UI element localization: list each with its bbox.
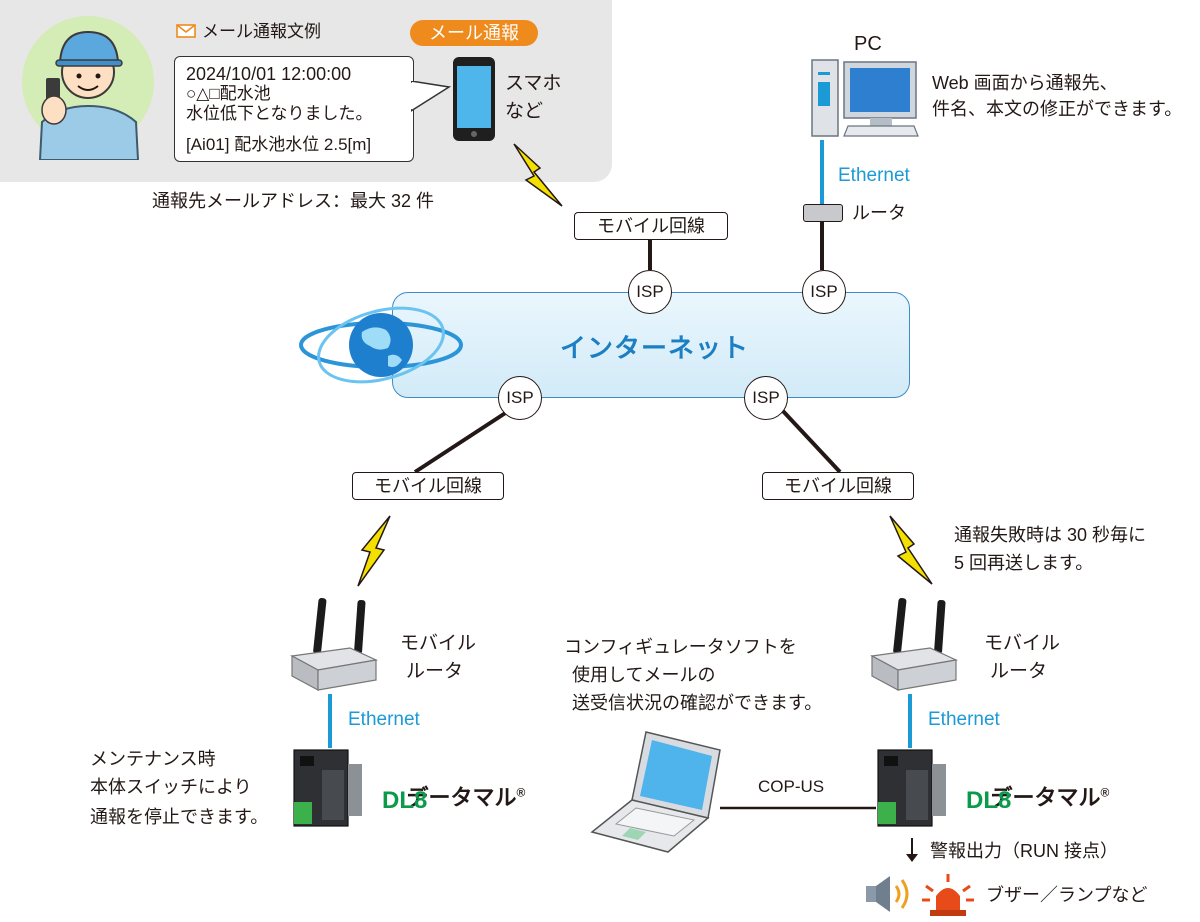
laptop-note-line3: 送受信状況の確認ができます。 xyxy=(572,693,823,713)
retry-note-line1: 通報失敗時は 30 秒毎に xyxy=(954,525,1147,545)
mail-body-line4: [Ai01] 配水池水位 2.5[m] xyxy=(186,135,372,154)
isp-top-left: ISP xyxy=(628,270,672,314)
maintenance-note-line2: 本体スイッチにより xyxy=(90,777,252,797)
internet-label: インターネット xyxy=(560,333,750,363)
buzzer-icon xyxy=(866,876,909,912)
mobile-router-icon-left xyxy=(290,598,379,692)
pc-note-line1: Web 画面から通報先、 xyxy=(932,73,1118,93)
globe-icon xyxy=(299,306,463,384)
lightning-icon-right xyxy=(889,515,933,585)
pc-label: PC xyxy=(854,33,882,55)
right-product-name: データマル® xyxy=(966,756,1109,839)
left-isp-line xyxy=(413,408,512,474)
smartphone-icon xyxy=(453,57,495,141)
mail-body-line2: ○△□配水池 xyxy=(186,84,271,103)
left-router-line1: モバイル xyxy=(400,633,477,654)
laptop-note-line2: 使用してメールの xyxy=(572,665,716,685)
mail-body-box xyxy=(174,56,451,162)
cop-us-label: COP-US xyxy=(758,777,825,796)
alarm-output-label: 警報出力（RUN 接点） xyxy=(930,841,1118,861)
router-label: ルータ xyxy=(852,203,906,223)
worker-illustration xyxy=(22,16,154,160)
retry-note-line2: 5 回再送します。 xyxy=(954,553,1094,573)
isp-top-right: ISP xyxy=(802,270,846,314)
lightning-icon-left xyxy=(357,515,391,587)
left-product-name-text: データマル xyxy=(406,784,517,810)
phone-label-line2: など xyxy=(505,101,544,122)
right-router-line2: ルータ xyxy=(990,661,1048,682)
right-isp-line xyxy=(780,408,842,474)
left-ethernet-label: Ethernet xyxy=(348,709,420,730)
mail-icon xyxy=(176,24,196,38)
phone-label-line1: スマホ xyxy=(505,73,562,94)
left-router-line2: ルータ xyxy=(406,661,464,682)
right-product-reg: ® xyxy=(1100,785,1110,800)
buzzer-lamp-label: ブザー／ランプなど xyxy=(986,885,1148,905)
mobile-line-right: モバイル回線 xyxy=(762,472,914,500)
alarm-arrow-head xyxy=(906,854,918,862)
mobile-line-left: モバイル回線 xyxy=(352,472,504,500)
mail-body-line3: 水位低下となりました。 xyxy=(186,104,373,123)
right-ethernet-label: Ethernet xyxy=(928,709,1000,730)
right-product-name-text: データマル xyxy=(990,784,1101,810)
mail-notify-badge: メール通報 xyxy=(410,20,538,46)
dl8-device-left xyxy=(293,749,362,827)
left-product-model: DL8 xyxy=(382,787,428,814)
pc-ethernet-label: Ethernet xyxy=(838,165,910,186)
mail-box-tail xyxy=(411,81,451,112)
pc-icon xyxy=(811,59,919,137)
laptop-note-line1: コンフィギュレータソフトを xyxy=(564,637,797,657)
right-product-model: DL8 xyxy=(966,787,1012,814)
mobile-line-top: モバイル回線 xyxy=(574,212,728,240)
lightning-icon-top xyxy=(513,143,563,207)
mobile-router-icon-right xyxy=(870,598,959,692)
maintenance-note-line1: メンテナンス時 xyxy=(90,749,216,769)
pc-note-line2: 件名、本文の修正ができます。 xyxy=(932,99,1183,119)
dl8-device-right xyxy=(877,749,946,827)
left-product-name: データマル® xyxy=(382,756,525,839)
isp-bottom-right: ISP xyxy=(744,376,788,420)
right-router-line1: モバイル xyxy=(984,633,1061,654)
laptop-icon xyxy=(590,731,721,853)
max-address-note: 通報先メールアドレス：最大 32 件 xyxy=(152,191,435,211)
isp-bottom-left: ISP xyxy=(498,376,542,420)
left-product-reg: ® xyxy=(516,785,526,800)
lamp-icon xyxy=(922,874,974,916)
router-device xyxy=(803,204,843,222)
mail-example-header: メール通報文例 xyxy=(202,22,321,41)
mail-body-line1: 2024/10/01 12:00:00 xyxy=(186,64,352,84)
maintenance-note-line3: 通報を停止できます。 xyxy=(90,807,269,827)
